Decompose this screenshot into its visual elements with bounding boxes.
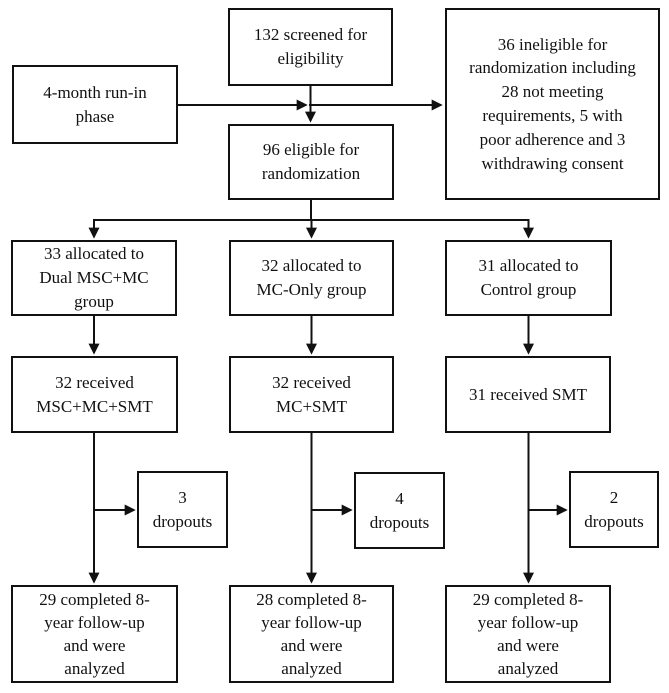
box-received-control: 31 received SMT [445, 356, 611, 433]
box-dropouts-control: 2 dropouts [569, 471, 659, 548]
box-dropouts-mc-only: 4 dropouts [354, 472, 445, 549]
box-allocated-control: 31 allocated to Control group [445, 240, 612, 316]
box-run-in-phase: 4-month run-in phase [12, 65, 178, 144]
box-received-dual: 32 received MSC+MC+SMT [11, 356, 178, 433]
box-screened: 132 screened for eligibility [228, 8, 393, 86]
box-ineligible: 36 ineligible for randomization includin… [445, 8, 660, 200]
box-allocated-mc-only: 32 allocated to MC-Only group [229, 240, 394, 316]
box-completed-control: 29 completed 8- year follow-up and were … [445, 585, 611, 683]
box-dropouts-dual: 3 dropouts [137, 471, 228, 548]
box-completed-mc-only: 28 completed 8- year follow-up and were … [229, 585, 394, 683]
box-allocated-dual: 33 allocated to Dual MSC+MC group [11, 240, 177, 316]
box-received-mc-only: 32 received MC+SMT [229, 356, 394, 433]
box-completed-dual: 29 completed 8- year follow-up and were … [11, 585, 178, 683]
box-eligible: 96 eligible for randomization [228, 124, 394, 200]
